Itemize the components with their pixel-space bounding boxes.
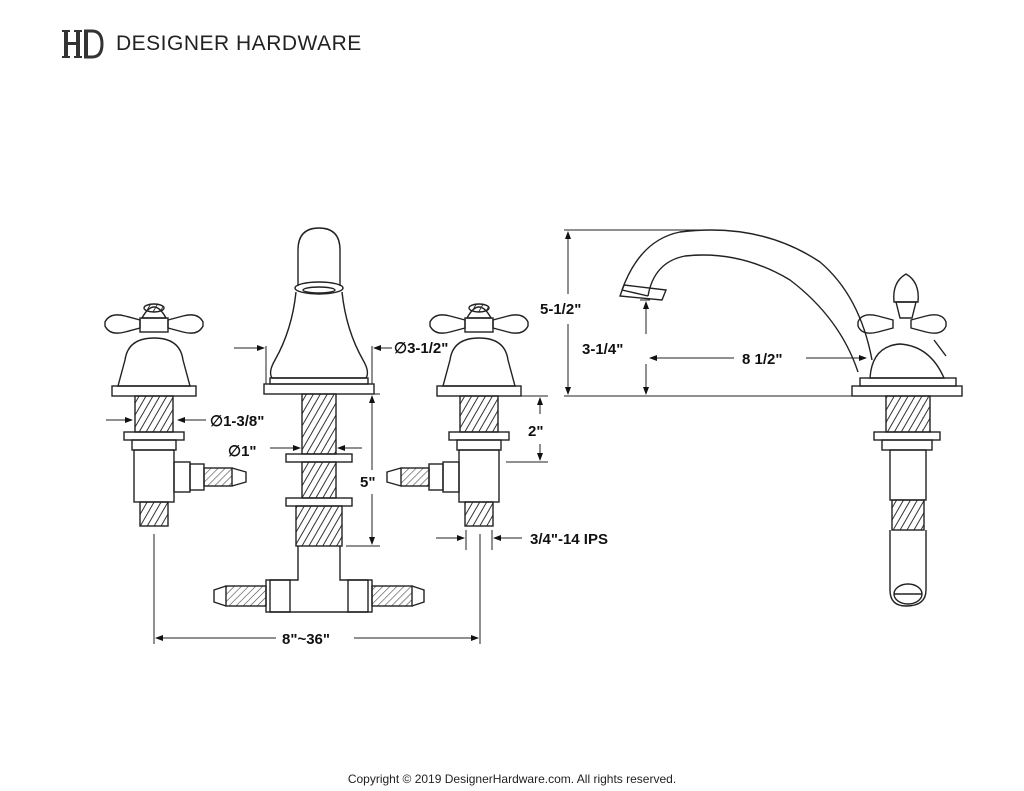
dim-spout-reach: 8 1/2"	[742, 351, 782, 368]
right-handle-valve	[386, 303, 529, 527]
dim-shank-length: 5"	[360, 474, 375, 491]
left-handle-valve	[104, 303, 247, 527]
brand-header: DESIGNER HARDWARE	[62, 26, 362, 62]
dim-spout-clearance: 3-1/4"	[582, 341, 623, 358]
dim-spout-base-dia: ∅3-1/2"	[394, 340, 448, 357]
dim-overall-height: 5-1/2"	[540, 301, 581, 318]
dim-connection: 3/4"-14 IPS	[530, 531, 608, 548]
brand-name: DESIGNER HARDWARE	[116, 32, 362, 55]
center-spout-front	[213, 227, 425, 613]
copyright-footer: Copyright © 2019 DesignerHardware.com. A…	[347, 772, 677, 786]
dim-handle-base-dia: ∅1-3/8"	[210, 413, 264, 430]
hd-monogram-icon	[62, 29, 104, 59]
dimension-lines	[106, 229, 867, 644]
dim-valve-height: 2"	[528, 423, 543, 440]
faucet-side-view	[619, 229, 963, 607]
dim-shank-dia: ∅1"	[228, 443, 257, 460]
dim-spread: 8"~36"	[282, 631, 330, 648]
